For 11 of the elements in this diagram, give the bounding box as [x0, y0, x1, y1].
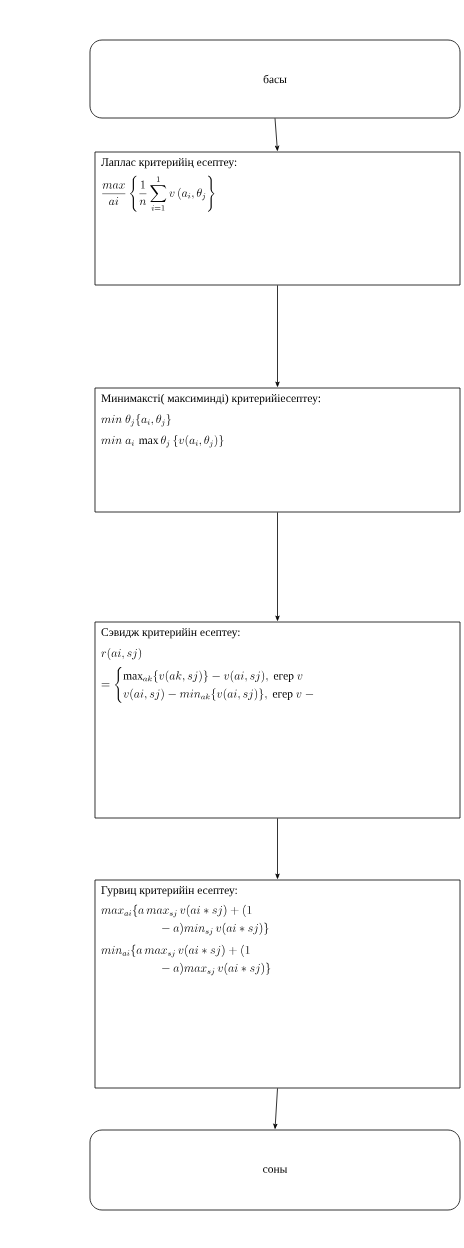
terminal-box: басы — [89, 39, 461, 119]
arrow — [275, 285, 280, 387]
terminal-box: соны — [89, 1129, 461, 1211]
arrow — [275, 512, 280, 621]
process-box: Лаплас критерийің есептеу: $\frac{max}{ai}\left\{\frac{1}{n}\sum_{i=1}^{1} v\,(a_i,\theta_j\right\}$ — [94, 151, 461, 286]
arrow — [274, 118, 280, 151]
process-box: Минимаксті( максиминді) критерийіесептеу: $min\ \theta_j\{a_i,\theta_j\}$ $min\ a_i\,\max\theta_j\,\{v(a_i,\theta_j)\}$ — [94, 387, 461, 513]
process-box: Гурвиц критерийін есептеу: $\begin{aligned}&max_{ai}\{a\,max_{sj}\,v(ai*sj)+(1\\&\qquad\qquad\quad -a)min_{sj}\,v(ai*sj)\}\end{aligned}$ $\begin{aligned}&min_{ai}\{a\,max_{sj}\,v(ai*sj)+(1\\&\qquad\qquad\quad -a)max_{sj}\,v(ai*sj)\}\end{aligned}$ — [94, 879, 461, 1089]
process-box: Сэвидж критерийін есептеу: $r(ai,sj)$ $=\begin{cases}\max_{ak}\{v(ak,sj)\}-v(ai,sj),\text{ егер } v\\ v(ai,sj)-min_{ak}\{v(ai,sj)\},\text{ егер } v\ -\end{cases}$ — [94, 621, 461, 819]
arrow — [273, 1088, 278, 1129]
arrow — [275, 818, 280, 879]
